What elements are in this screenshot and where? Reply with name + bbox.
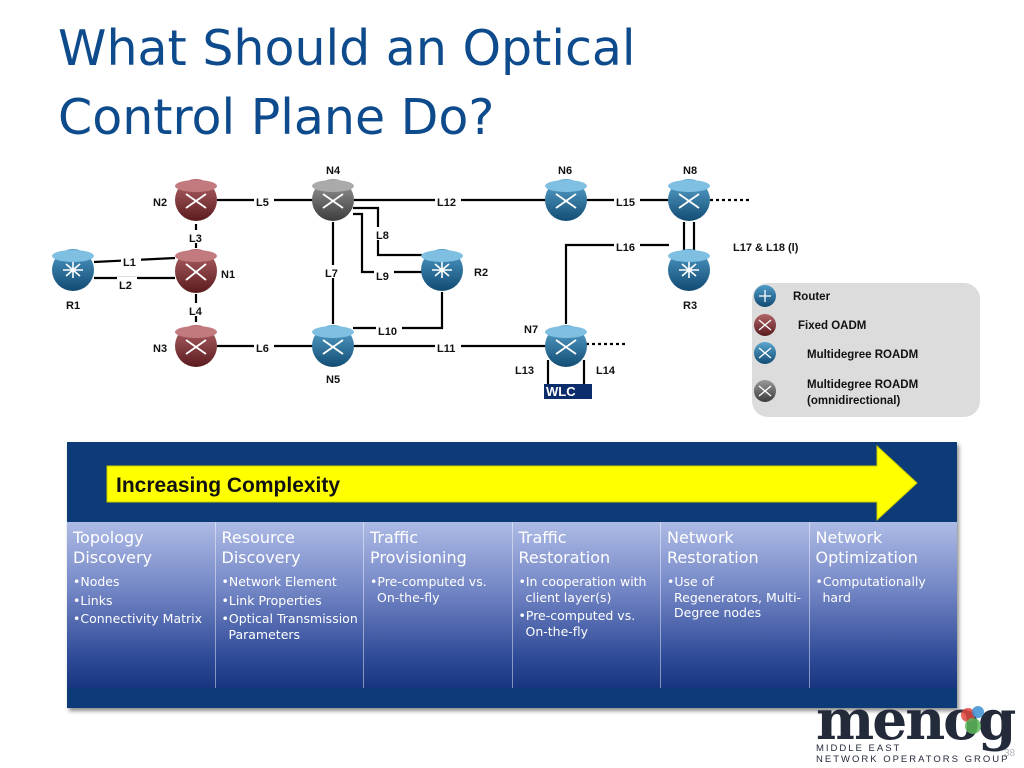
- label-l15: L15: [616, 197, 635, 209]
- node-n3[interactable]: [175, 325, 217, 367]
- node-n4[interactable]: [312, 179, 354, 221]
- legend-omni-label-line1: Multidegree ROADM: [807, 379, 918, 391]
- column-traffic-restoration: Traffic Restoration •In cooperation with…: [513, 522, 661, 688]
- link-l9: [353, 212, 422, 274]
- label-n2: N2: [153, 197, 167, 209]
- legend-fixed-oadm-icon: [754, 314, 776, 336]
- label-l11: L11: [437, 343, 455, 355]
- label-n3: N3: [153, 343, 167, 355]
- logo-dots-icon: [961, 706, 984, 734]
- title-line-1: What Should an Optical: [58, 20, 636, 77]
- router-r3[interactable]: [668, 249, 710, 291]
- label-l3: L3: [189, 233, 202, 245]
- label-l17-l18: L17 & L18 (l): [733, 242, 799, 254]
- list-item: •Pre-computed vs. On-the-fly: [518, 608, 636, 639]
- external-links: [586, 198, 752, 346]
- list-item: •Computationally hard: [815, 574, 926, 605]
- label-r3: R3: [683, 300, 697, 312]
- label-l7: L7: [325, 268, 338, 280]
- list-item: •Nodes: [73, 574, 120, 589]
- legend: Router Fixed OADM Multidegree ROADM Mult…: [752, 283, 980, 417]
- list-item: •Network Element: [221, 574, 337, 589]
- legend-router-label: Router: [793, 291, 831, 303]
- node-n2[interactable]: [175, 179, 217, 221]
- link-l16: [564, 243, 669, 324]
- label-l14: L14: [596, 365, 616, 377]
- column-heading: Network Restoration: [667, 528, 759, 567]
- logo-subtitle-line1: MIDDLE EAST: [816, 743, 902, 754]
- column-heading: Traffic Provisioning: [370, 528, 467, 567]
- menog-logo: menog MIDDLE EAST NETWORK OPERATORS GROU…: [816, 687, 1024, 767]
- label-n4: N4: [326, 165, 341, 177]
- client-links: [546, 360, 586, 384]
- wlc-label: WLC: [546, 384, 576, 399]
- label-r2: R2: [474, 267, 488, 279]
- list-item: •Link Properties: [221, 592, 322, 608]
- label-l8: L8: [376, 230, 389, 242]
- column-heading: Traffic Restoration: [518, 528, 611, 567]
- legend-fixed-oadm-label: Fixed OADM: [798, 320, 866, 332]
- column-network-restoration: Network Restoration •Use of Regenerators…: [661, 522, 810, 688]
- link-l10: [353, 292, 444, 330]
- label-n1: N1: [221, 269, 235, 281]
- list-item: •Optical Transmission Parameters: [221, 611, 358, 642]
- label-l10: L10: [378, 326, 397, 338]
- legend-omni-roadm-icon: [754, 380, 776, 402]
- capability-columns: Topology Discovery •Nodes •Links •Connec…: [67, 522, 957, 688]
- label-n7: N7: [524, 324, 538, 336]
- node-n7[interactable]: [545, 325, 587, 367]
- node-n1[interactable]: [175, 249, 217, 293]
- legend-multidegree-roadm-label: Multidegree ROADM: [807, 349, 918, 361]
- legend-omni-label-line2: (omnidirectional): [807, 395, 900, 407]
- label-l4: L4: [189, 306, 203, 318]
- label-n6: N6: [558, 165, 572, 177]
- legend-multidegree-roadm-icon: [754, 342, 776, 364]
- complexity-arrow: [106, 445, 918, 521]
- column-topology-discovery: Topology Discovery •Nodes •Links •Connec…: [67, 522, 216, 688]
- label-l1: L1: [123, 257, 136, 269]
- column-network-optimization: Network Optimization •Computationally ha…: [810, 522, 958, 688]
- label-l6: L6: [256, 343, 269, 355]
- node-n5[interactable]: [312, 325, 354, 367]
- label-l12: L12: [437, 197, 456, 209]
- page-number: 38: [1004, 748, 1016, 759]
- label-l13: L13: [515, 365, 534, 377]
- list-item: •Links: [73, 592, 113, 608]
- column-heading: Topology Discovery: [73, 528, 153, 567]
- router-r2[interactable]: [421, 249, 463, 291]
- label-l5: L5: [256, 197, 269, 209]
- column-resource-discovery: Resource Discovery •Network Element •Lin…: [216, 522, 364, 688]
- title-line-2: Control Plane Do?: [58, 89, 495, 146]
- legend-box: [752, 283, 980, 417]
- complexity-arrow-label: Increasing Complexity: [116, 474, 341, 497]
- label-n5: N5: [326, 374, 340, 386]
- node-n6[interactable]: [545, 179, 587, 221]
- column-traffic-provisioning: Traffic Provisioning •Pre-computed vs. O…: [364, 522, 513, 688]
- column-heading: Network Optimization: [815, 528, 918, 567]
- label-l9: L9: [376, 271, 389, 283]
- label-r1: R1: [66, 300, 80, 312]
- wlc-box: [544, 384, 592, 399]
- label-l2: L2: [119, 280, 132, 292]
- column-heading: Resource Discovery: [221, 528, 301, 567]
- label-n8: N8: [683, 165, 697, 177]
- network-diagram: WLC: [52, 165, 980, 417]
- router-r1[interactable]: [52, 249, 94, 291]
- logo-wordmark: menog: [816, 687, 1016, 752]
- legend-router-icon: [754, 285, 776, 307]
- complexity-panel: Increasing Complexity Topology Discovery…: [67, 442, 957, 708]
- list-item: •Use of Regenerators, Multi-Degree nodes: [667, 574, 802, 620]
- slide-title: What Should an Optical Control Plane Do?: [58, 14, 818, 152]
- label-l16: L16: [616, 242, 635, 254]
- logo-subtitle-line2: NETWORK OPERATORS GROUP: [816, 754, 1010, 765]
- list-item: •Pre-computed vs. On-the-fly: [370, 574, 487, 605]
- list-item: •Connectivity Matrix: [73, 611, 203, 626]
- list-item: •In cooperation with client layer(s): [518, 574, 647, 605]
- node-n8[interactable]: [668, 179, 710, 221]
